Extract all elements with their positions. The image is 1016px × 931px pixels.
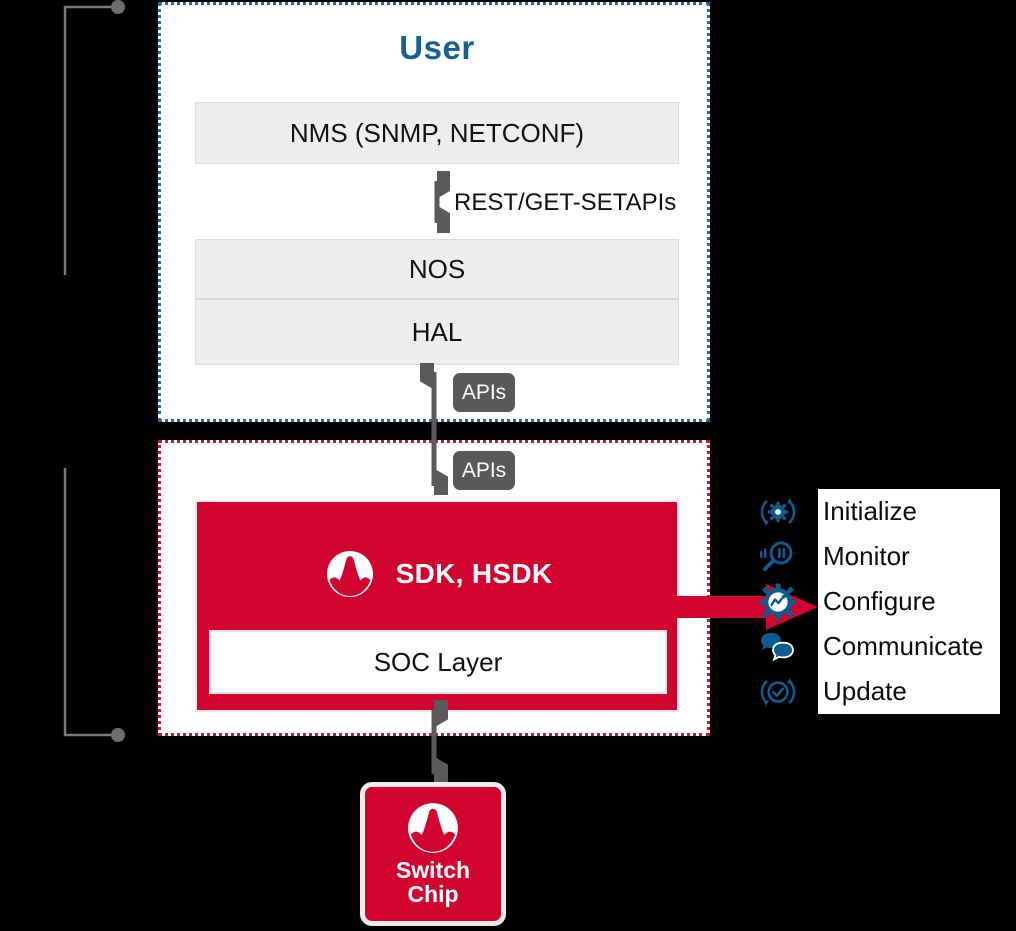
sdk-header: SDK, HSDK: [197, 546, 681, 602]
callout-label-update: Update: [823, 676, 907, 706]
rest-api-arrow-label: REST/GET-SETAPIs: [454, 189, 677, 216]
rest-api-arrow: [434, 171, 450, 233]
api-pill-lower[interactable]: APIs: [453, 451, 515, 490]
hal-to-sdk-arrow-upper: [420, 363, 437, 423]
callout-list: Initialize Monitor: [759, 489, 1000, 714]
api-pill-lower-label: APIs: [461, 458, 507, 482]
monitor-magnifier-pause-icon: [760, 541, 793, 571]
callout-item-initialize[interactable]: Initialize: [760, 489, 1000, 534]
soc-layer-label: SOC Layer: [373, 646, 503, 677]
page-title: User: [399, 29, 475, 66]
switch-chip-label: Switch Chip: [396, 858, 470, 906]
switch-chip-label-line1: Switch: [395, 856, 471, 883]
communicate-speech-bubbles-icon: [761, 632, 794, 661]
switch-chip-label-line2: Chip: [407, 881, 459, 907]
broadcom-logo-icon: [408, 802, 458, 853]
hal-to-sdk-arrow-lower: [431, 423, 448, 495]
layer-label-nos: NOS: [408, 253, 466, 284]
layer-label-hal: HAL: [411, 316, 463, 347]
callout-label-configure: Configure: [823, 586, 936, 616]
user-scope-bracket: [63, 0, 125, 275]
switch-chip-box[interactable]: Switch Chip: [360, 782, 506, 926]
broadcom-logo-icon: [326, 551, 373, 597]
callout-panel: [818, 489, 1000, 714]
soc-layer-box[interactable]: SOC Layer: [209, 630, 667, 694]
layer-box-hal[interactable]: HAL: [195, 299, 679, 365]
initialize-gear-refresh-icon: [760, 497, 796, 526]
callout-label-communicate: Communicate: [823, 631, 984, 661]
sdk-hsdk-label: SDK, HSDK: [395, 558, 553, 589]
layer-label-nms: NMS (SNMP, NETCONF): [289, 117, 585, 148]
callout-item-configure[interactable]: Configure: [759, 579, 1000, 624]
sdk-hsdk-box[interactable]: SDK, HSDK SOC Layer: [195, 500, 679, 712]
callout-item-communicate[interactable]: Communicate: [761, 624, 1000, 669]
layer-box-nms[interactable]: NMS (SNMP, NETCONF): [195, 102, 679, 164]
callout-label-initialize: Initialize: [823, 496, 917, 526]
callout-label-monitor: Monitor: [823, 541, 910, 571]
sdk-scope-bracket: [63, 468, 125, 742]
update-refresh-check-icon: [760, 677, 796, 706]
callout-item-update[interactable]: Update: [760, 669, 1000, 714]
api-pill-upper-label: APIs: [461, 380, 507, 404]
api-pill-upper[interactable]: APIs: [453, 373, 515, 412]
layer-box-nos[interactable]: NOS: [195, 239, 679, 299]
user-container: User NMS (SNMP, NETCONF) REST/GET-SETAPI…: [158, 2, 710, 422]
configure-gear-chart-icon: [759, 583, 797, 620]
callout-item-monitor[interactable]: Monitor: [760, 534, 1000, 579]
sdk-to-chip-arrow: [431, 700, 448, 784]
